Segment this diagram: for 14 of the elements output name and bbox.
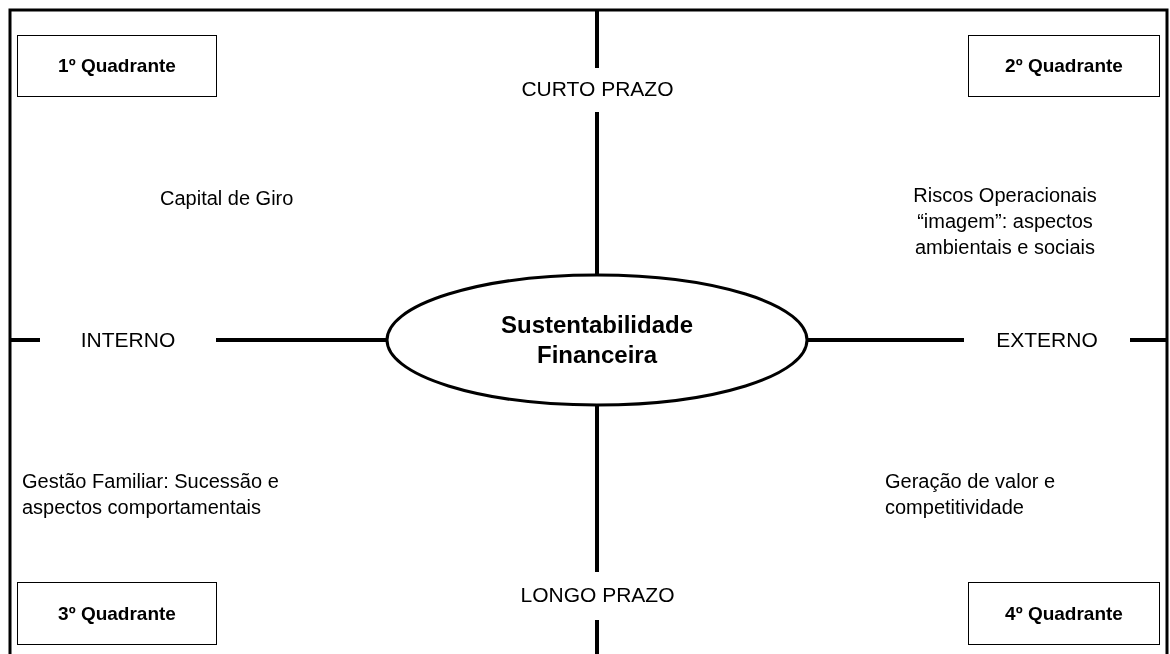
quadrant-note: Capital de Giro <box>160 186 295 211</box>
axis-line <box>595 112 599 275</box>
axis-line <box>595 405 599 572</box>
quadrant-box: 1º Quadrante <box>17 35 217 97</box>
quadrant-note: Riscos Operacionais “imagem”: aspectos ambientais e sociais <box>912 183 1098 260</box>
quadrant-box: 4º Quadrante <box>968 582 1160 645</box>
quadrant-box: 3º Quadrante <box>17 582 217 645</box>
quadrant-box: 2º Quadrante <box>968 35 1160 97</box>
quadrant-note: Gestão Familiar: Sucessão e aspectos comportamentais <box>22 469 280 520</box>
quadrant-note: Geração de valor e competitividade <box>885 469 1057 520</box>
center-title: Sustentabilidade Financeira <box>499 310 694 370</box>
axis-line <box>216 338 387 342</box>
axis-line <box>807 338 964 342</box>
center-ellipse <box>385 273 809 407</box>
